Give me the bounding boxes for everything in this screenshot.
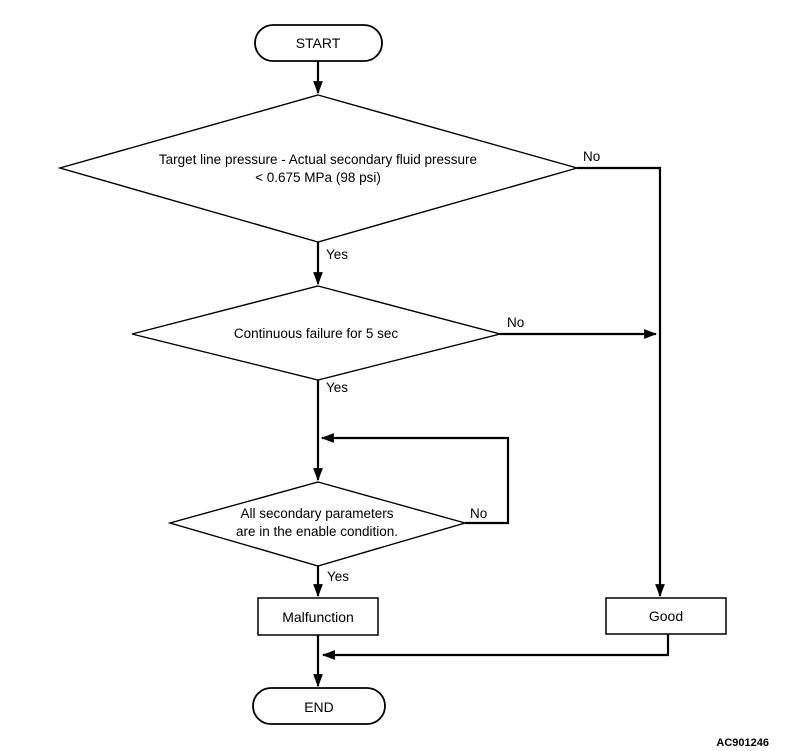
malfunction-node-label: Malfunction bbox=[282, 609, 354, 625]
decision2-shape bbox=[131, 285, 503, 381]
decision2-yes-label: Yes bbox=[326, 380, 348, 395]
decision1-yes-label: Yes bbox=[326, 247, 348, 262]
connector-good-merge bbox=[321, 634, 670, 660]
good-node-label: Good bbox=[649, 608, 683, 624]
start-node: START bbox=[254, 24, 383, 62]
figure-code-label: AC901246 bbox=[716, 737, 769, 749]
decision3-no-label: No bbox=[470, 506, 487, 521]
malfunction-node-shape bbox=[257, 597, 379, 636]
decision3-text-line1: All secondary parameters bbox=[240, 506, 393, 521]
decision1-text-line2: < 0.675 MPa (98 psi) bbox=[255, 170, 381, 185]
malfunction-node: Malfunction bbox=[257, 597, 379, 636]
connector-decision3-no-loop bbox=[320, 433, 510, 525]
good-node-shape bbox=[605, 597, 727, 635]
decision1-no-label: No bbox=[583, 149, 600, 164]
start-node-shape bbox=[254, 24, 383, 62]
decision3-yes-label: Yes bbox=[327, 569, 349, 584]
decision1-text-line1: Target line pressure - Actual secondary … bbox=[159, 152, 477, 167]
good-node: Good bbox=[605, 597, 727, 635]
decision1-node: Target line pressure - Actual secondary … bbox=[57, 94, 580, 243]
connector-decision1-no-to-good bbox=[577, 166, 665, 598]
end-node: END bbox=[252, 687, 386, 725]
end-node-label: END bbox=[304, 699, 334, 715]
decision2-no-label: No bbox=[507, 315, 524, 330]
decision2-node: Continuous failure for 5 sec bbox=[131, 285, 503, 381]
start-node-label: START bbox=[296, 35, 341, 51]
decision2-text-line1: Continuous failure for 5 sec bbox=[234, 326, 399, 341]
decision1-shape bbox=[57, 94, 580, 243]
decision3-text-line2: are in the enable condition. bbox=[236, 524, 398, 539]
decision3-shape bbox=[167, 481, 468, 567]
end-node-shape bbox=[252, 687, 386, 725]
decision3-node: All secondary parameters are in the enab… bbox=[167, 481, 468, 567]
